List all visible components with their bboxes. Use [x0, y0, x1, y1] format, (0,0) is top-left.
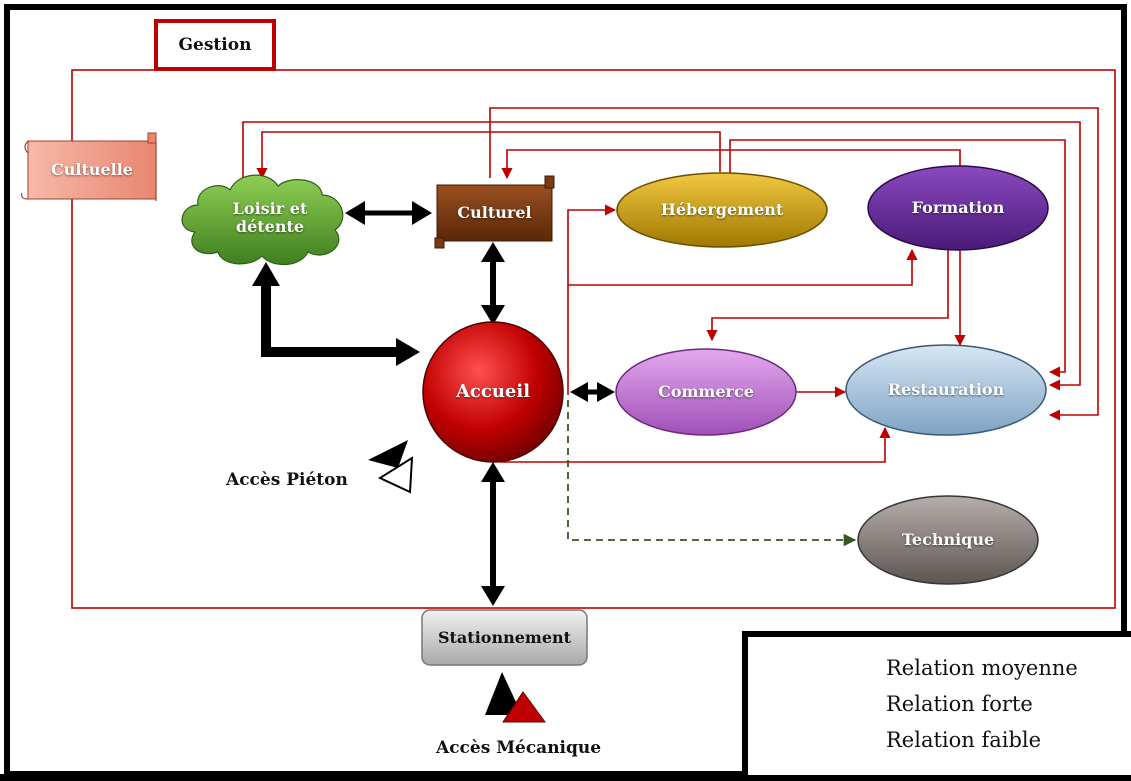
link-accueil-hebergement	[567, 204, 617, 395]
link-accueil-formation	[568, 248, 918, 286]
node-culturel-label: Culturel	[457, 203, 532, 223]
node-commerce-shape	[615, 348, 797, 436]
legend-forte-label: Relation forte	[886, 692, 1033, 716]
vehicle-access-label: Accès Mécanique	[436, 738, 602, 758]
node-technique-label: Technique	[901, 530, 995, 550]
node-hebergement-shape	[616, 172, 828, 248]
link-loisir-culturel-head-right	[412, 201, 432, 225]
link-hebergement-restauration	[729, 139, 1066, 378]
node-formation-shape	[867, 165, 1049, 251]
link-hebergement-loisir	[256, 131, 721, 180]
link-culturel-accueil-head-bottom	[481, 305, 505, 325]
link-loisir-culturel-head-left	[345, 201, 365, 225]
pedestrian-access-label: Accès Piéton	[226, 470, 348, 490]
node-stationnement-shape	[421, 609, 588, 666]
link-formation-commerce	[706, 250, 949, 342]
node-loisir-shape	[181, 174, 344, 266]
node-cultuelle-shape	[21, 132, 157, 201]
node-hebergement-label: Hébergement	[660, 200, 784, 220]
node-accueil-label: Accueil	[455, 381, 531, 403]
link-loisir-accueil-head-top	[252, 262, 280, 286]
link-accueil-restauration	[500, 426, 891, 463]
relations-moyenne	[242, 107, 1099, 463]
node-commerce-label: Commerce	[658, 382, 754, 402]
link-loisir-restauration	[242, 121, 1081, 391]
node-formation-label: Formation	[911, 198, 1005, 218]
gestion-boundary	[71, 69, 1116, 609]
link-accueil-commerce-head-left	[570, 382, 588, 402]
outer-frame-bottom	[0, 774, 1131, 781]
node-loisir-label-line1: Loisir et	[232, 199, 308, 219]
pedestrian-access-icon	[368, 440, 414, 494]
link-accueil-stationnement-head-bottom	[481, 586, 505, 606]
relations-forte	[252, 201, 615, 606]
vehicle-access-icon	[485, 672, 546, 723]
link-loisir-accueil-head-right	[396, 338, 420, 366]
gestion-label: Gestion	[154, 19, 276, 71]
node-loisir: Loisir et détente	[200, 190, 340, 246]
node-cultuelle-label: Cultuelle	[51, 160, 133, 180]
node-technique-shape	[857, 495, 1039, 585]
link-loisir-accueil-shaft	[261, 282, 400, 357]
link-accueil-commerce-head-right	[597, 382, 615, 402]
link-culturel-accueil-head-top	[481, 242, 505, 262]
legend-moyenne-label: Relation moyenne	[886, 656, 1078, 680]
node-culturel-shape	[434, 175, 555, 249]
legend-faible-label: Relation faible	[886, 728, 1042, 752]
legend-box	[742, 631, 1131, 781]
link-accueil-stationnement-head-top	[481, 462, 505, 482]
node-restauration-label: Restauration	[887, 380, 1005, 400]
node-accueil-shape	[422, 321, 564, 463]
node-stationnement-label: Stationnement	[437, 627, 572, 647]
link-formation-culturel	[501, 149, 961, 180]
node-loisir-label-line2: détente	[235, 217, 305, 236]
node-restauration-shape	[845, 344, 1047, 436]
